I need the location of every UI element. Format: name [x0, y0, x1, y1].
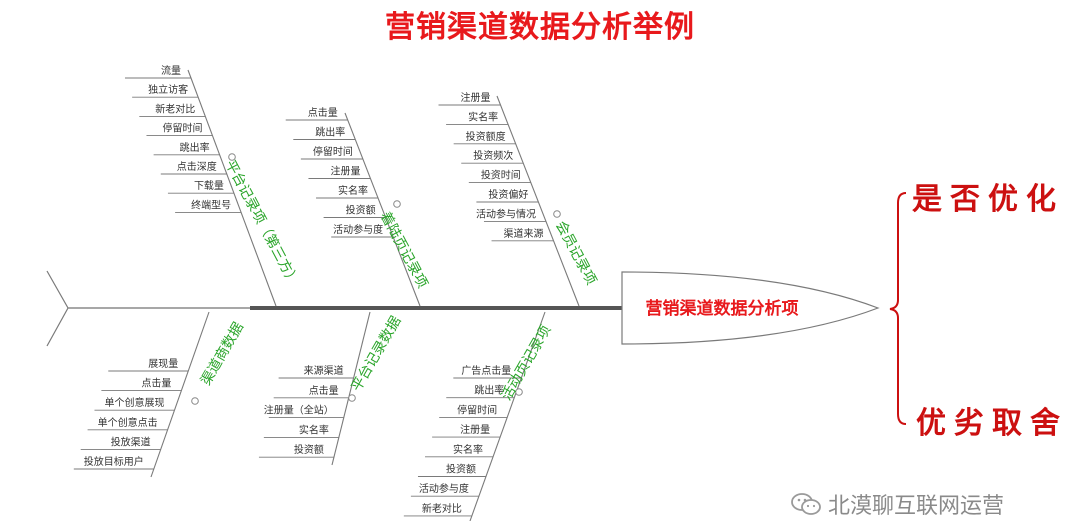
cause-item: 跳出率 — [474, 384, 504, 397]
wechat-icon — [790, 492, 822, 516]
branch-3: 注册量实名率投资额度投资频次投资时间投资偏好活动参与情况渠道来源会员记录项 — [438, 91, 599, 307]
cause-item: 下载量 — [194, 180, 224, 192]
branch-label: 会员记录项 — [552, 218, 599, 287]
watermark-text: 北漠聊互联网运营 — [828, 494, 1005, 519]
cause-item: 点击量 — [309, 385, 339, 397]
cause-item: 单个创意展现 — [104, 396, 164, 409]
cause-item: 点击量 — [308, 107, 338, 119]
collapse-marker — [393, 200, 401, 208]
cause-item: 实名率 — [299, 423, 329, 436]
branch-bone — [187, 69, 277, 307]
cause-item: 注册量 — [330, 165, 360, 178]
branch-label: 着陆页记录项 — [377, 209, 431, 291]
cause-item: 停留时间 — [457, 403, 497, 416]
cause-item: 投资频次 — [473, 149, 513, 162]
cause-item: 投资额 — [346, 204, 376, 217]
cause-item: 投资额度 — [466, 130, 506, 143]
decision-label-optimize: 是否优化 — [912, 182, 1064, 217]
cause-item: 投资偏好 — [488, 188, 528, 201]
cause-item: 跳出率 — [315, 126, 345, 139]
cause-item: 跳出率 — [180, 141, 210, 154]
head-label: 营销渠道数据分析项 — [646, 298, 799, 319]
cause-item: 独立访客 — [148, 83, 188, 96]
cause-item: 单个创意点击 — [98, 416, 158, 429]
collapse-marker — [515, 388, 523, 396]
branch-bone — [496, 95, 580, 307]
collapse-marker — [191, 397, 199, 405]
branch-bone — [331, 311, 371, 466]
fish-head — [621, 271, 880, 345]
branch-bone — [150, 311, 210, 478]
cause-item: 活动参与情况 — [476, 207, 536, 220]
watermark: 北漠聊互联网运营 — [790, 488, 1004, 520]
cause-item: 实名率 — [468, 110, 498, 123]
cause-item: 停留时间 — [313, 145, 353, 158]
cause-item: 停留时间 — [162, 122, 202, 135]
cause-item: 活动参与度 — [333, 223, 383, 236]
cause-item: 流量 — [161, 64, 181, 77]
fishbone-branches: 流量独立访客新老对比停留时间跳出率点击深度下载量终端型号平台记录项（第三方）点击… — [73, 64, 599, 521]
cause-item: 投资时间 — [481, 169, 521, 182]
collapse-marker — [553, 210, 561, 218]
cause-item: 展现量 — [148, 358, 178, 370]
cause-item: 渠道来源 — [504, 227, 544, 240]
cause-item: 新老对比 — [422, 502, 462, 515]
cause-item: 实名率 — [453, 443, 483, 456]
branch-bone — [469, 311, 546, 521]
branch-bone — [344, 112, 421, 307]
collapse-marker — [348, 394, 356, 402]
cause-item: 投放渠道 — [111, 435, 151, 448]
cause-item: 来源渠道 — [304, 364, 344, 377]
cause-item: 投资额 — [446, 463, 476, 476]
cause-item: 广告点击量 — [461, 364, 511, 377]
cause-item: 点击量 — [141, 378, 171, 390]
branch-label: 活动页记录项 — [499, 323, 555, 404]
branch-label: 平台记录数据 — [349, 314, 405, 395]
cause-item: 终端型号 — [191, 198, 231, 211]
cause-item: 活动参与度 — [419, 482, 469, 495]
decision-label-tradeoff: 优劣取舍 — [916, 406, 1068, 441]
cause-item: 投放目标用户 — [84, 455, 144, 468]
cause-item: 注册量 — [460, 423, 490, 436]
decision-bracket — [889, 192, 907, 425]
cause-item: 投资额 — [294, 443, 324, 456]
cause-item: 注册量（全站） — [264, 404, 334, 417]
branch-label: 渠道商数据 — [198, 320, 247, 389]
cause-item: 注册量 — [461, 91, 491, 104]
cause-item: 新老对比 — [155, 102, 195, 115]
fish-body: 营销渠道数据分析项 — [46, 192, 907, 425]
page-title: 营销渠道数据分析举例 — [385, 10, 695, 45]
fish-tail — [46, 270, 69, 347]
cause-item: 实名率 — [338, 184, 368, 197]
collapse-marker — [228, 153, 236, 161]
cause-item: 点击深度 — [177, 160, 217, 173]
